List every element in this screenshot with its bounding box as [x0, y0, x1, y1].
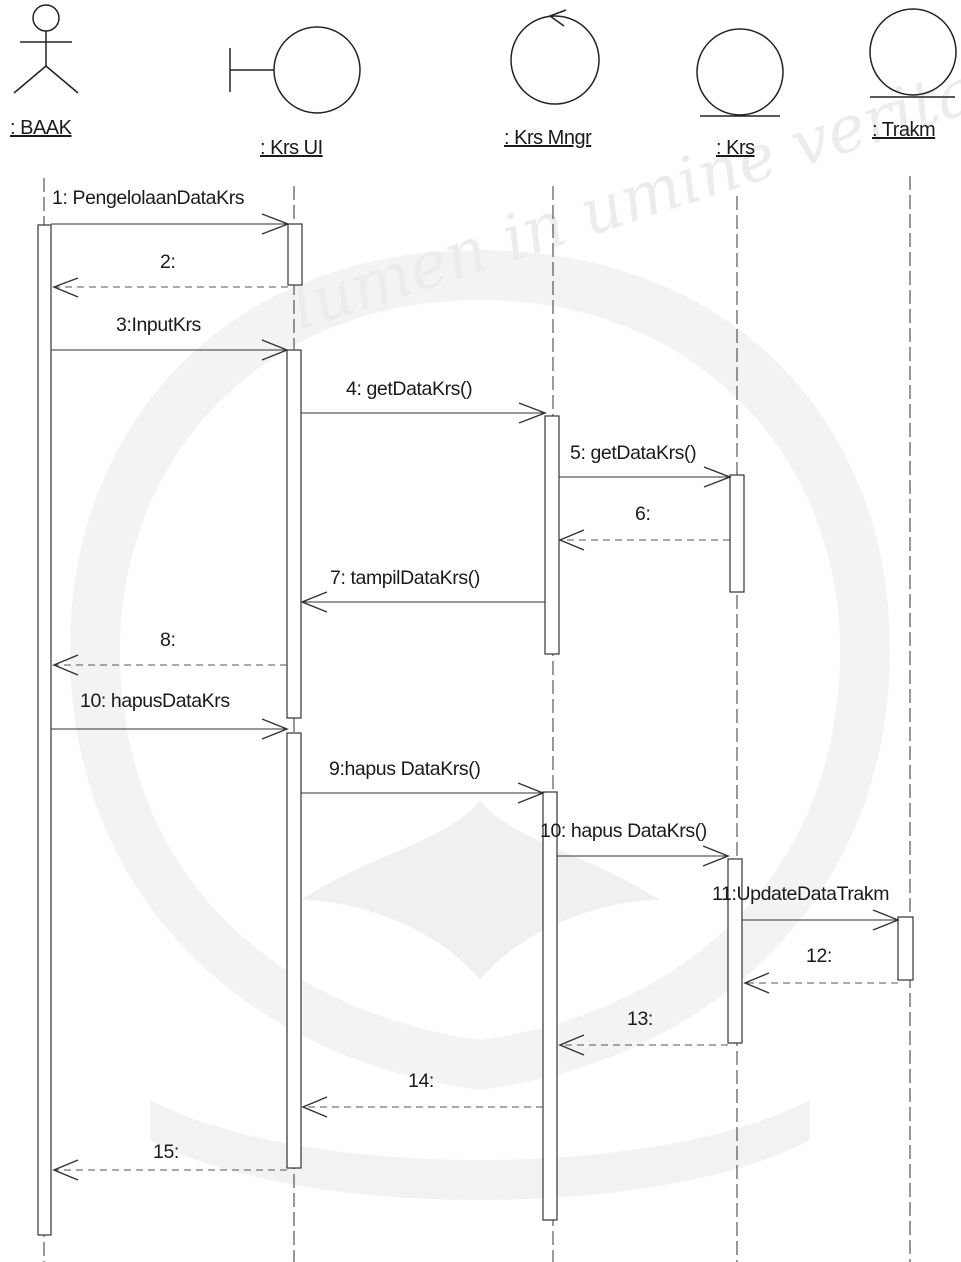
activation-krsui	[287, 223, 303, 286]
message-label: 4: getDataKrs()	[346, 378, 472, 400]
object-label-krsmngr: : Krs Mngr	[504, 127, 592, 149]
activation-krs	[727, 858, 743, 1044]
actor-icon	[13, 4, 79, 94]
entity-krs: : Krs	[696, 28, 784, 159]
message-label: 9:hapus DataKrs()	[329, 758, 480, 780]
message-2: 2:	[52, 251, 288, 298]
message-label: 12:	[806, 945, 832, 967]
entity-trakm: : Trakm	[869, 8, 957, 141]
message-label: 8:	[160, 629, 175, 651]
message-label: 14:	[408, 1070, 434, 1092]
message-4: 4: getDataKrs()	[301, 378, 547, 424]
message-12: 11:UpdateDataTrakm	[712, 883, 900, 931]
message-label: 10: hapus DataKrs()	[540, 820, 707, 842]
object-label-trakm: : Trakm	[872, 119, 935, 141]
activation-krsmngr	[542, 791, 558, 1221]
message-11: 10: hapus DataKrs()	[540, 820, 730, 867]
message-label: 1: PengelolaanDataKrs	[52, 187, 245, 209]
object-label-krsui: : Krs UI	[260, 137, 323, 159]
message-14: 13:	[558, 1008, 728, 1056]
message-label: 3:InputKrs	[116, 314, 202, 336]
message-3: 3:InputKrs	[51, 314, 289, 361]
message-9: 10: hapusDataKrs	[51, 690, 289, 740]
message-label: 10: hapusDataKrs	[80, 690, 230, 712]
message-label: 11:UpdateDataTrakm	[712, 883, 889, 905]
message-label: 15:	[153, 1141, 179, 1163]
entity-icon	[696, 28, 784, 117]
control-krsmngr: : Krs Mngr	[504, 9, 600, 149]
activation-krsui	[286, 349, 302, 719]
message-10: 9:hapus DataKrs()	[301, 758, 545, 804]
control-icon	[510, 9, 600, 105]
message-15: 14:	[301, 1070, 543, 1118]
message-5: 5: getDataKrs()	[559, 442, 732, 488]
message-13: 12:	[743, 945, 898, 994]
message-label: 5: getDataKrs()	[570, 442, 696, 464]
message-label: 13:	[627, 1008, 653, 1030]
boundary-krsui: : Krs UI	[229, 26, 361, 159]
message-16: 15:	[52, 1141, 287, 1181]
message-6: 6:	[558, 503, 730, 551]
activation-krsui	[286, 732, 302, 1169]
message-8: 8:	[52, 629, 287, 676]
activation-baak	[37, 224, 52, 1236]
message-label: 6:	[635, 503, 650, 525]
activation-trakm	[897, 916, 914, 981]
entity-icon	[869, 8, 957, 98]
message-7: 7: tampilDataKrs()	[300, 567, 545, 613]
message-1: 1: PengelolaanDataKrs	[51, 187, 290, 235]
message-label: 7: tampilDataKrs()	[330, 567, 480, 589]
object-label-krs: : Krs	[716, 137, 755, 159]
object-label-baak: : BAAK	[10, 117, 73, 139]
activation-krs	[729, 474, 745, 593]
message-label: 2:	[160, 251, 175, 273]
activation-krsmngr	[544, 415, 560, 655]
boundary-icon	[229, 26, 361, 114]
actor-baak: : BAAK	[10, 4, 79, 139]
